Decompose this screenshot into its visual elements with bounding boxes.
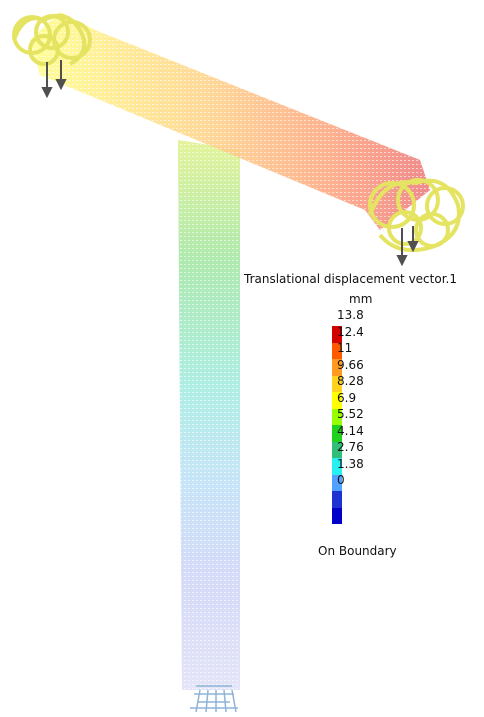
load-arrow-icon	[396, 226, 419, 267]
legend-tick-label: 13.8	[337, 308, 364, 322]
spring-restraint-icon	[12, 13, 92, 66]
clamp-icon	[190, 685, 238, 713]
legend-tick-label: 4.14	[337, 423, 364, 438]
legend-swatch	[332, 392, 342, 409]
spring-restraint-icon	[368, 178, 465, 252]
legend-swatch	[332, 342, 342, 359]
legend-tick-label: 5.52	[337, 407, 364, 421]
legend-tick-label: 11	[337, 341, 353, 355]
legend-swatch	[332, 458, 342, 475]
legend-tick-label: 0	[337, 473, 345, 487]
legend-swatch	[332, 359, 342, 376]
horizontal-beam-mesh	[30, 12, 430, 230]
legend-swatch	[332, 408, 342, 425]
legend-unit: mm	[349, 292, 373, 306]
legend-tick-label: 12.4	[337, 324, 364, 339]
legend-tick-label: 9.66	[337, 357, 364, 372]
legend-tick-label: 2.76	[337, 440, 364, 454]
legend-tick-label: 8.28	[337, 374, 364, 388]
legend-swatch	[332, 474, 342, 491]
legend-swatch	[332, 441, 342, 458]
legend-tick-label: 6.9	[337, 390, 357, 405]
legend-swatch	[332, 491, 342, 508]
legend-swatch	[332, 507, 342, 524]
vertical-column-mesh	[178, 140, 240, 690]
legend-tick-label: 1.38	[337, 456, 364, 471]
legend-footer: On Boundary	[318, 544, 397, 558]
load-arrow-icon	[41, 60, 67, 99]
legend-swatch	[332, 425, 342, 442]
legend-title: Translational displacement vector.1	[244, 272, 457, 286]
legend-swatch	[332, 375, 342, 392]
legend-swatch	[332, 326, 342, 343]
